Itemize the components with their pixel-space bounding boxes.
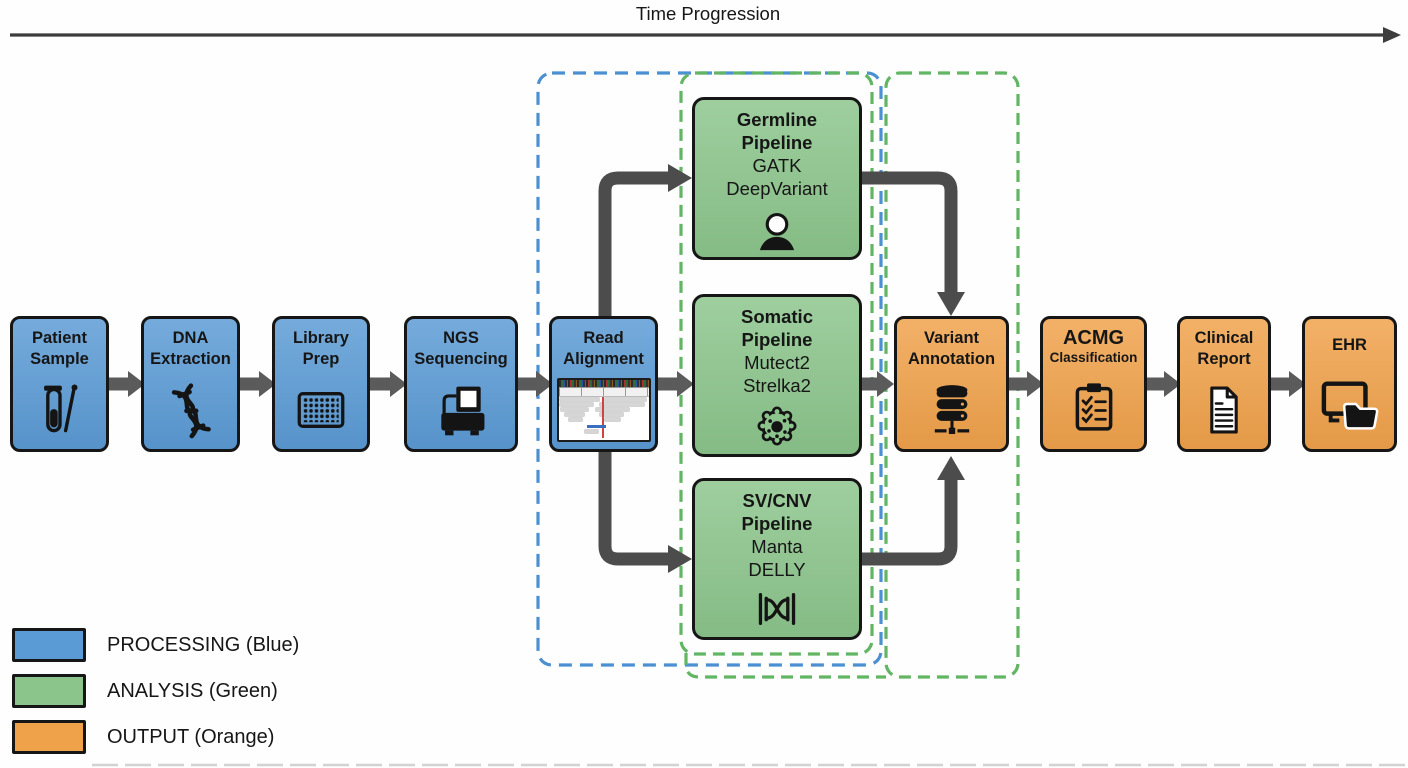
node-ngs-sequencing: NGS Sequencing (404, 316, 518, 452)
microplate-icon (297, 391, 345, 428)
flow-arrows (108, 371, 1306, 397)
secondary-analysis-group-box (536, 71, 883, 667)
node-label: EHR (1332, 336, 1367, 354)
pipeline-tools: Mutect2 Strelka2 (743, 352, 811, 396)
legend-swatch-analysis (12, 674, 86, 708)
node-patient-sample: Patient Sample (10, 316, 109, 452)
arrow-ngs-to-read (516, 371, 553, 397)
node-clinical-report: Clinical Report (1177, 316, 1271, 452)
node-somatic-pipeline: Somatic Pipeline Mutect2 Strelka2 (692, 294, 862, 457)
arrow-somatic-to-annotation (861, 371, 894, 397)
node-acmg-classification: ACMG Classification (1040, 316, 1147, 452)
node-label: Clinical Report (1194, 329, 1254, 368)
node-library-prep: Library Prep (272, 316, 370, 452)
arrow-annotation-to-acmg (1008, 371, 1044, 397)
node-label: Patient Sample (30, 329, 89, 368)
node-variant-annotation: Variant Annotation (894, 316, 1009, 452)
pipeline-title: SV/CNV Pipeline (741, 490, 813, 534)
node-dna-extraction: DNA Extraction (141, 316, 240, 452)
dna-crossover-icon (758, 592, 796, 626)
pipeline-title: Germline Pipeline (736, 109, 818, 153)
arrow-library-to-ngs (369, 371, 407, 397)
legend-item-processing: PROCESSING (Blue) (12, 628, 299, 662)
genome-browser-icon (556, 377, 651, 442)
legend-item-output: OUTPUT (Orange) (12, 720, 274, 754)
node-read-alignment: Read Alignment (549, 316, 658, 452)
node-germline-pipeline: Germline Pipeline GATK DeepVariant (692, 97, 862, 260)
pipeline-tools: GATK DeepVariant (726, 155, 828, 199)
node-sv-cnv-pipeline: SV/CNV Pipeline Manta DELLY (692, 478, 862, 640)
report-document-icon (1210, 386, 1238, 433)
arrow-read-to-svcnv (598, 452, 692, 573)
annotation-group-box-tail (684, 653, 886, 679)
dna-helix-icon (171, 382, 211, 438)
arrow-patient-to-dna (108, 371, 145, 397)
arrow-read-to-somatic (656, 371, 694, 397)
node-label: Read Alignment (563, 329, 644, 368)
node-label: NGS Sequencing (414, 329, 508, 368)
checklist-clipboard-icon (1075, 383, 1112, 431)
legend-item-analysis: ANALYSIS (Green) (12, 674, 278, 708)
sequencer-icon (441, 386, 485, 435)
legend-label: OUTPUT (Orange) (107, 725, 275, 748)
pipeline-title: Somatic Pipeline (741, 306, 813, 350)
time-progression-arrow (10, 27, 1401, 43)
arrow-acmg-to-report (1146, 371, 1181, 397)
legend-label: ANALYSIS (Green) (107, 679, 278, 702)
node-label: ACMG (1062, 327, 1125, 349)
arrow-dna-to-library (238, 371, 276, 397)
diagram-title: Time Progression (635, 3, 781, 24)
node-sublabel: Classification (1049, 350, 1138, 365)
variant-calling-group-box (679, 71, 874, 656)
legend-swatch-processing (12, 628, 86, 662)
test-tube-swab-icon (43, 384, 78, 432)
arrow-germline-to-annotation (861, 171, 965, 316)
pipeline-tools: Manta DELLY (748, 536, 806, 580)
node-label: DNA Extraction (150, 329, 231, 368)
tumor-cell-icon (757, 405, 797, 446)
person-icon (759, 212, 795, 250)
node-label: Library Prep (293, 329, 349, 368)
arrow-svcnv-to-annotation (860, 456, 965, 566)
arrow-read-to-germline (598, 164, 692, 316)
legend-label: PROCESSING (Blue) (107, 633, 300, 656)
node-ehr: EHR (1302, 316, 1397, 452)
database-icon (934, 384, 969, 434)
monitor-folder-icon (1321, 380, 1378, 430)
arrow-report-to-ehr (1269, 371, 1306, 397)
node-label: Variant Annotation (907, 329, 996, 368)
legend-swatch-output (12, 720, 86, 754)
